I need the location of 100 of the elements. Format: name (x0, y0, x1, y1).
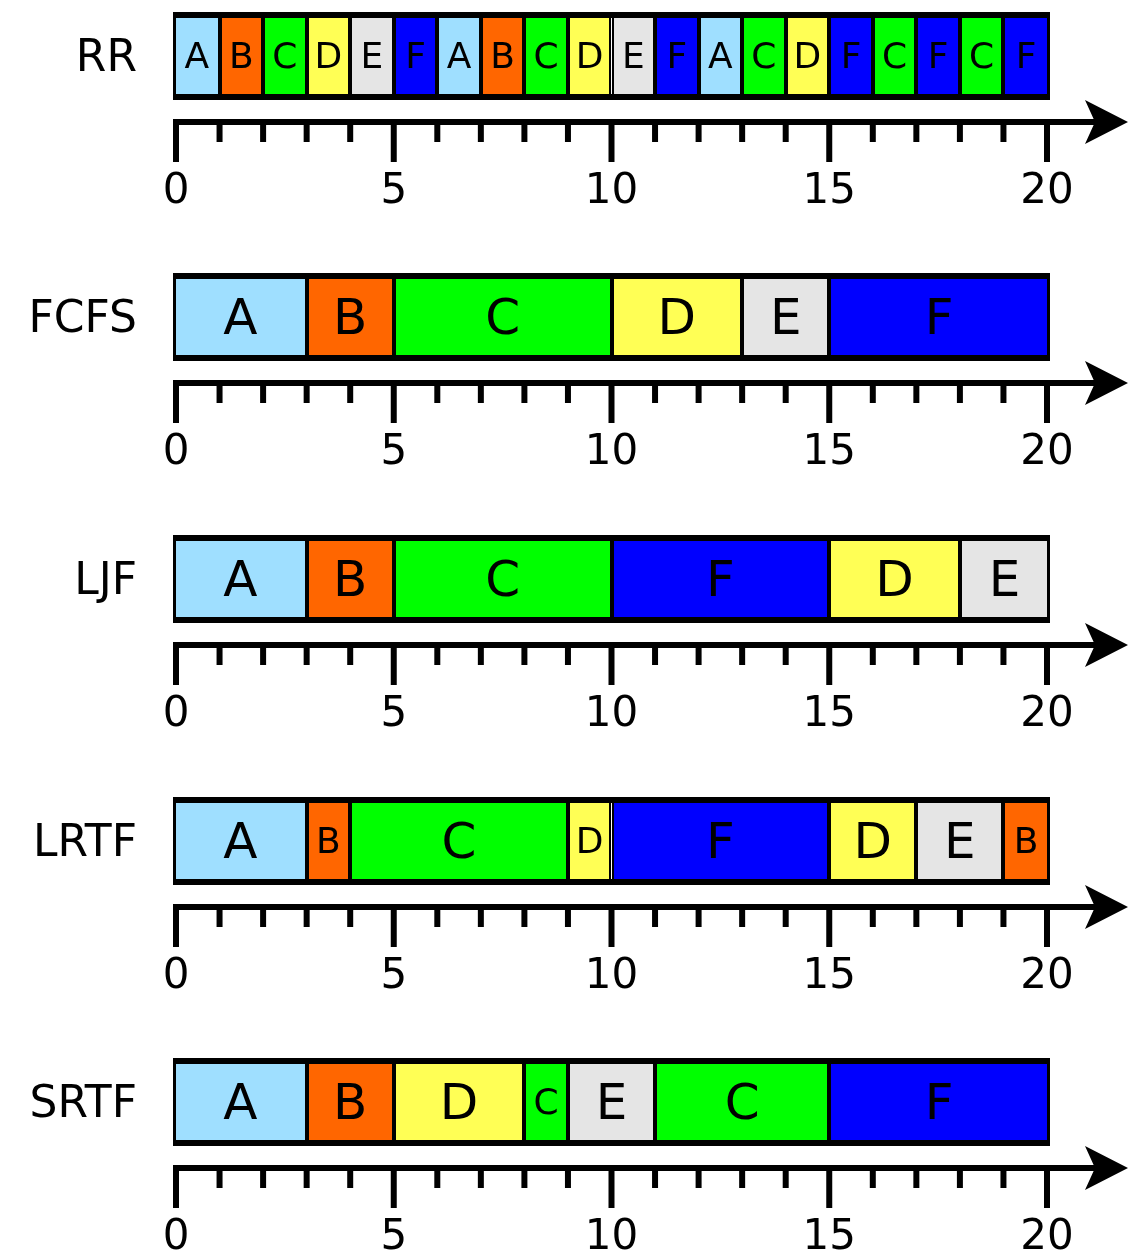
process-letter: A (708, 38, 733, 74)
row-label: RR (75, 34, 137, 78)
process-letter: C (533, 1084, 559, 1120)
process-letter: D (875, 554, 914, 604)
process-letter: F (924, 1077, 954, 1127)
process-letter: D (853, 816, 893, 866)
row-label: FCFS (28, 295, 137, 339)
tick-label: 10 (584, 1214, 639, 1256)
tick-label: 0 (162, 168, 190, 210)
process-letter: B (490, 38, 515, 74)
time-slice (829, 541, 960, 617)
process-letter: C (272, 38, 298, 74)
process-letter: D (793, 38, 822, 74)
process-letter: D (439, 1077, 479, 1127)
process-letter: D (657, 292, 697, 342)
tick-label: 20 (1020, 168, 1074, 210)
process-letter: E (595, 1077, 628, 1127)
tick-label: 10 (584, 168, 639, 210)
time-slice (742, 279, 830, 355)
process-letter: D (314, 38, 343, 74)
time-slice (567, 18, 612, 94)
time-slice (916, 18, 960, 94)
tick-label: 20 (1020, 953, 1074, 995)
time-slice (437, 18, 481, 94)
time-slice (655, 1064, 830, 1140)
time-slice (959, 18, 1004, 94)
process-letter: A (223, 816, 258, 866)
process-letter: C (441, 816, 477, 866)
tick-label: 20 (1020, 691, 1074, 733)
time-slice (306, 803, 351, 879)
tick-label: 10 (584, 691, 639, 733)
process-letter: A (223, 554, 258, 604)
process-letter: C (751, 38, 777, 74)
time-slice (655, 18, 699, 94)
time-slice (350, 803, 568, 879)
process-letter: F (924, 292, 954, 342)
tick-label: 15 (802, 953, 856, 995)
tick-label: 15 (802, 1214, 856, 1256)
time-slice (176, 1064, 307, 1140)
process-letter: F (840, 38, 862, 74)
time-slice (611, 279, 743, 355)
process-letter: F (706, 816, 735, 866)
process-letter: F (927, 38, 949, 74)
time-slice (872, 18, 917, 94)
time-slice (829, 803, 917, 879)
time-slice (306, 18, 351, 94)
time-slice (176, 279, 307, 355)
tick-label: 0 (162, 691, 190, 733)
process-letter: C (533, 38, 559, 74)
process-letter: B (333, 292, 368, 342)
row-label: LRTF (32, 819, 137, 863)
tick-label: 5 (380, 1214, 408, 1256)
process-letter: D (575, 38, 604, 74)
time-slice (785, 18, 830, 94)
time-slice (393, 1064, 525, 1140)
process-letter: A (223, 292, 258, 342)
tick-label: 10 (584, 429, 639, 471)
process-letter: E (621, 38, 645, 74)
time-slice (393, 279, 612, 355)
time-slice (306, 1064, 394, 1140)
process-letter: E (944, 816, 976, 866)
process-letter: C (969, 38, 995, 74)
time-slice (350, 18, 394, 94)
time-slice (524, 1064, 568, 1140)
process-letter: A (223, 1077, 258, 1127)
time-slice (393, 18, 438, 94)
time-slice (393, 541, 612, 617)
tick-label: 5 (380, 429, 408, 471)
tick-label: 10 (584, 953, 639, 995)
time-slice (263, 18, 307, 94)
process-letter: D (575, 823, 604, 859)
row-label: SRTF (29, 1080, 137, 1124)
process-letter: C (724, 1077, 760, 1127)
time-slice (959, 541, 1047, 617)
tick-label: 0 (162, 953, 190, 995)
process-letter: C (485, 554, 521, 604)
process-letter: A (184, 38, 210, 74)
time-slice (829, 18, 873, 94)
time-slice (306, 541, 394, 617)
process-letter: B (333, 554, 368, 604)
process-letter: F (706, 554, 735, 604)
process-letter: B (316, 823, 341, 859)
tick-label: 15 (802, 168, 856, 210)
process-letter: F (666, 38, 688, 74)
time-slice (698, 18, 743, 94)
time-slice (176, 541, 307, 617)
time-slice (829, 1064, 1047, 1140)
time-slice (176, 18, 220, 94)
time-slice (829, 279, 1047, 355)
process-letter: B (1013, 823, 1039, 859)
tick-label: 15 (802, 429, 856, 471)
time-slice (611, 18, 656, 94)
process-letter: F (405, 38, 426, 74)
time-slice (1003, 803, 1047, 879)
tick-label: 0 (162, 1214, 190, 1256)
time-slice (306, 279, 394, 355)
tick-label: 15 (802, 691, 856, 733)
time-slice (611, 541, 830, 617)
time-slice (611, 803, 830, 879)
time-slice (1003, 18, 1047, 94)
